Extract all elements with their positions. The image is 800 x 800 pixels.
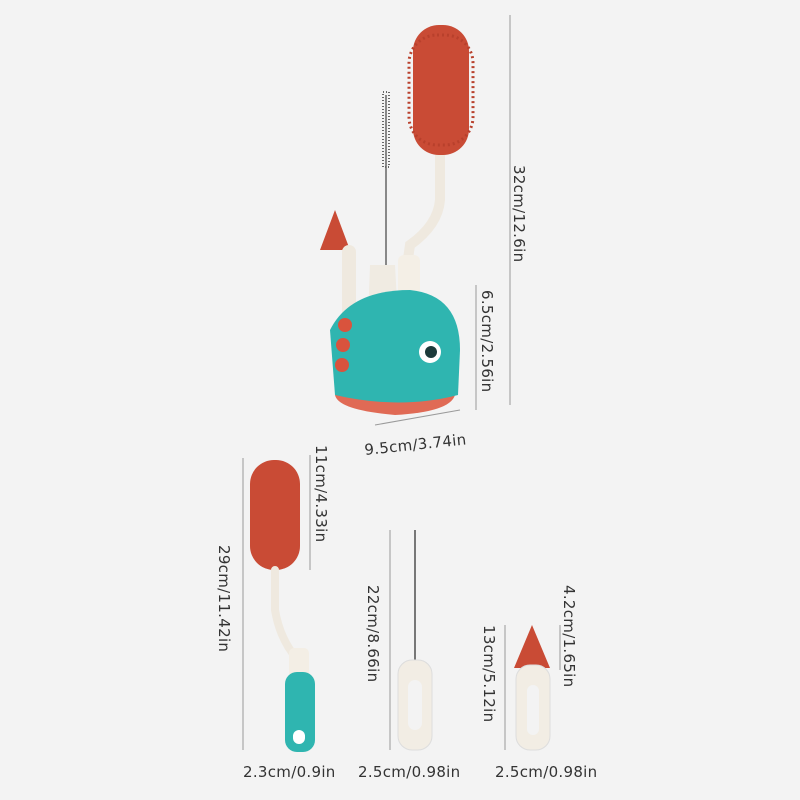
- straw-brush: [397, 530, 433, 751]
- nipple-brush-length-label: 13cm/5.12in: [480, 625, 498, 722]
- bottle-brush-length-label: 29cm/11.42in: [215, 545, 233, 652]
- nipple-brush-width-label: 2.5cm/0.98in: [495, 763, 597, 781]
- base-height-label: 6.5cm/2.56in: [478, 290, 496, 392]
- stand-base: [330, 290, 460, 415]
- bottle-brush-head-label: 11cm/4.33in: [312, 445, 330, 542]
- straw-brush-width-label: 2.5cm/0.98in: [358, 763, 460, 781]
- bottle-brush: [250, 460, 315, 752]
- brush-set-with-stand: [320, 25, 475, 415]
- nipple-brush-head-label: 4.2cm/1.65in: [560, 585, 578, 687]
- bottle-brush-head: [407, 25, 475, 155]
- set-height-label: 32cm/12.6in: [510, 165, 528, 262]
- straw-brush-length-label: 22cm/8.66in: [364, 585, 382, 682]
- bottle-brush-width-label: 2.3cm/0.9in: [243, 763, 336, 781]
- nipple-brush: [514, 625, 551, 751]
- base-width-label: 9.5cm/3.74in: [364, 430, 468, 459]
